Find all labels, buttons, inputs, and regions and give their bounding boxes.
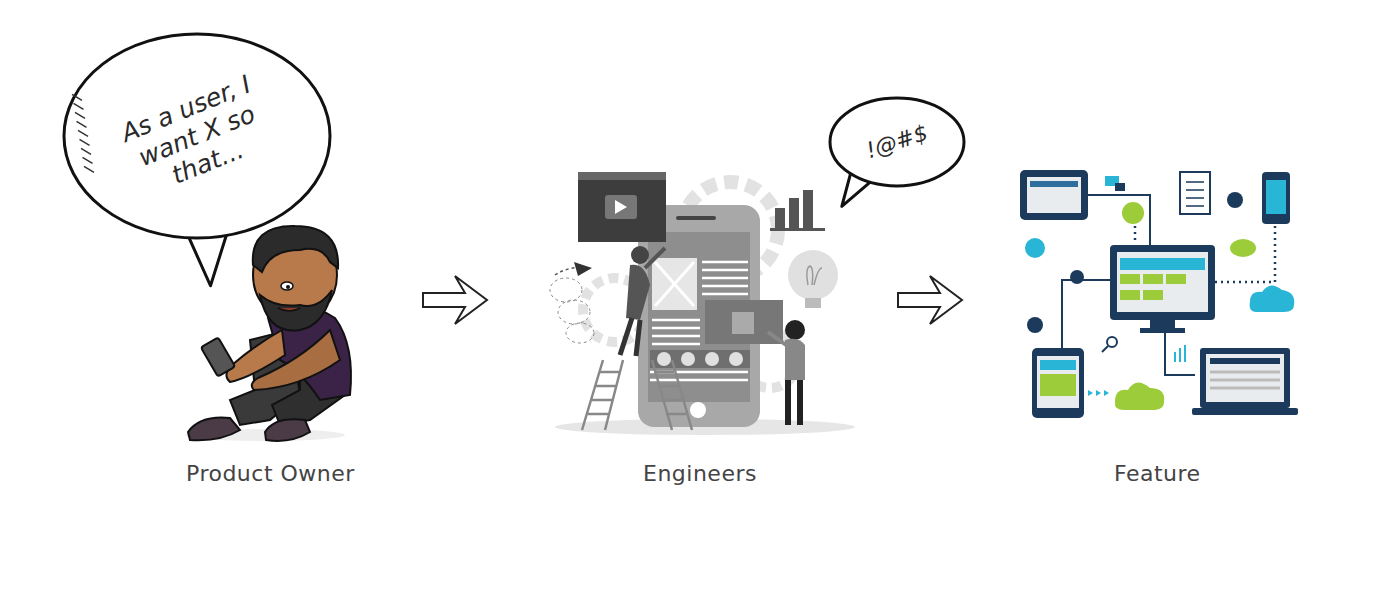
speech-bubble: As a user, I want X so that... <box>62 32 332 240</box>
caption: Product Owner <box>186 461 355 486</box>
feature-illustration <box>1020 170 1298 418</box>
engineers-illustration <box>550 172 855 435</box>
flow-arrow <box>423 276 962 324</box>
caption: Engineers <box>643 461 757 486</box>
speech-bubble: !@#$ <box>828 96 966 188</box>
caption: Feature <box>1114 461 1201 486</box>
